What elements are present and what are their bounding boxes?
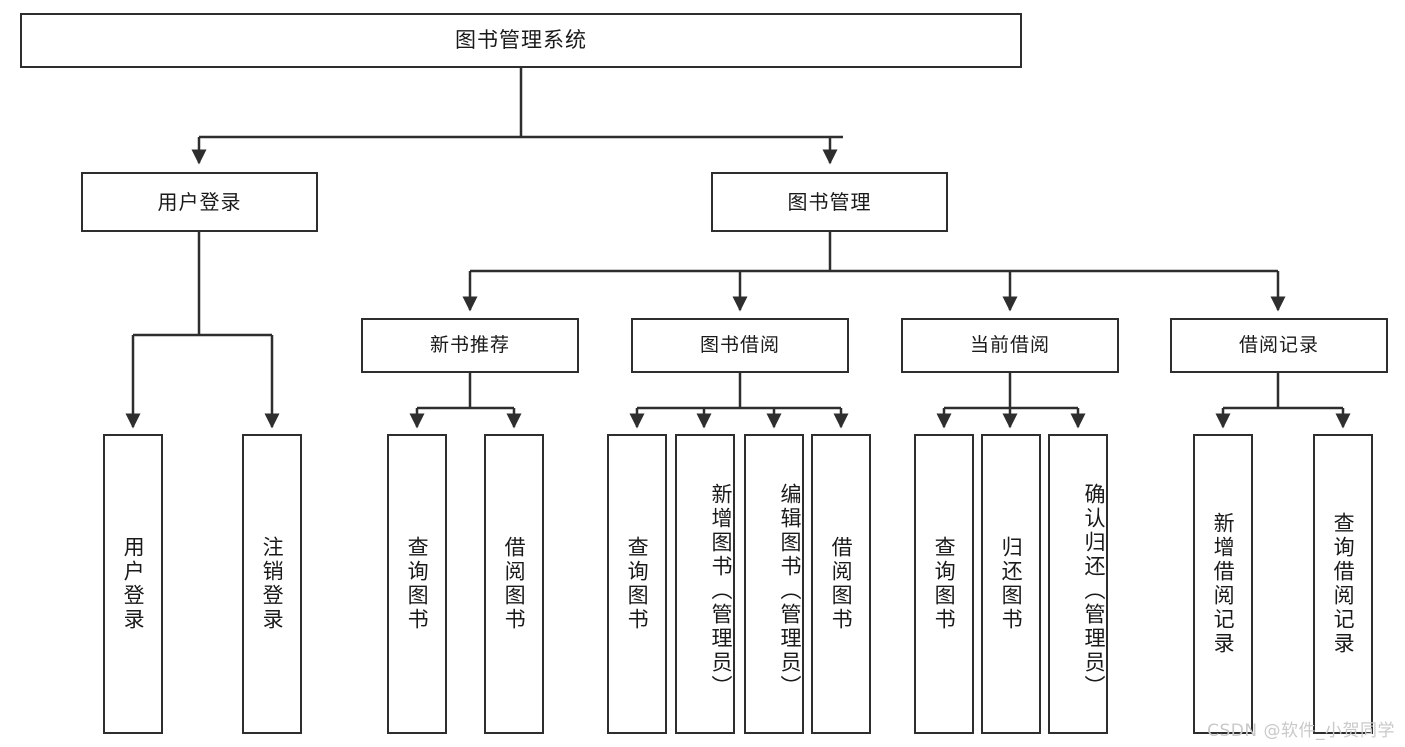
- leaf-query-record[interactable]: 查询借阅记录: [1313, 434, 1373, 734]
- node-label: 注销登录: [260, 536, 285, 632]
- leaf-borrow-book-2[interactable]: 借阅图书: [811, 434, 871, 734]
- leaf-edit-book[interactable]: 编辑图书（管理员）: [744, 434, 804, 734]
- node-label: 查询图书: [405, 536, 430, 632]
- node-current-borrow[interactable]: 当前借阅: [901, 318, 1119, 373]
- watermark: CSDN @软件_小贺同学: [1207, 721, 1395, 741]
- node-label: 用户登录: [121, 536, 146, 632]
- leaf-user-login[interactable]: 用户登录: [103, 434, 163, 734]
- node-root[interactable]: 图书管理系统: [20, 13, 1022, 68]
- node-label: 查询图书: [932, 536, 957, 632]
- leaf-query-book-1[interactable]: 查询图书: [387, 434, 447, 734]
- node-book-manage[interactable]: 图书管理: [711, 172, 948, 232]
- node-label: 借阅图书: [502, 536, 527, 632]
- node-label: 编辑图书（管理员）: [778, 483, 802, 699]
- node-label: 新增借阅记录: [1211, 512, 1236, 656]
- leaf-user-logout[interactable]: 注销登录: [242, 434, 302, 734]
- node-label: 确认归还（管理员）: [1082, 483, 1106, 699]
- node-label: 查询借阅记录: [1331, 512, 1356, 656]
- node-new-book-rec[interactable]: 新书推荐: [361, 318, 579, 373]
- node-label: 归还图书: [999, 536, 1024, 632]
- node-borrow-record[interactable]: 借阅记录: [1170, 318, 1388, 373]
- leaf-query-book-2[interactable]: 查询图书: [607, 434, 667, 734]
- node-label: 图书管理: [787, 189, 872, 214]
- node-label: 借阅记录: [1238, 333, 1319, 356]
- leaf-borrow-book-1[interactable]: 借阅图书: [484, 434, 544, 734]
- node-label: 图书借阅: [699, 333, 780, 356]
- node-label: 新书推荐: [429, 333, 510, 356]
- leaf-query-book-3[interactable]: 查询图书: [914, 434, 974, 734]
- node-user-login[interactable]: 用户登录: [81, 172, 318, 232]
- leaf-add-record[interactable]: 新增借阅记录: [1193, 434, 1253, 734]
- node-label: 新增图书（管理员）: [709, 483, 733, 699]
- node-label: 查询图书: [625, 536, 650, 632]
- leaf-return-book[interactable]: 归还图书: [981, 434, 1041, 734]
- node-label: 借阅图书: [829, 536, 854, 632]
- node-label: 图书管理系统: [455, 28, 587, 53]
- leaf-confirm-return[interactable]: 确认归还（管理员）: [1048, 434, 1108, 734]
- node-label: 当前借阅: [969, 333, 1050, 356]
- leaf-add-book[interactable]: 新增图书（管理员）: [675, 434, 735, 734]
- node-book-borrow[interactable]: 图书借阅: [631, 318, 849, 373]
- node-label: 用户登录: [157, 189, 242, 214]
